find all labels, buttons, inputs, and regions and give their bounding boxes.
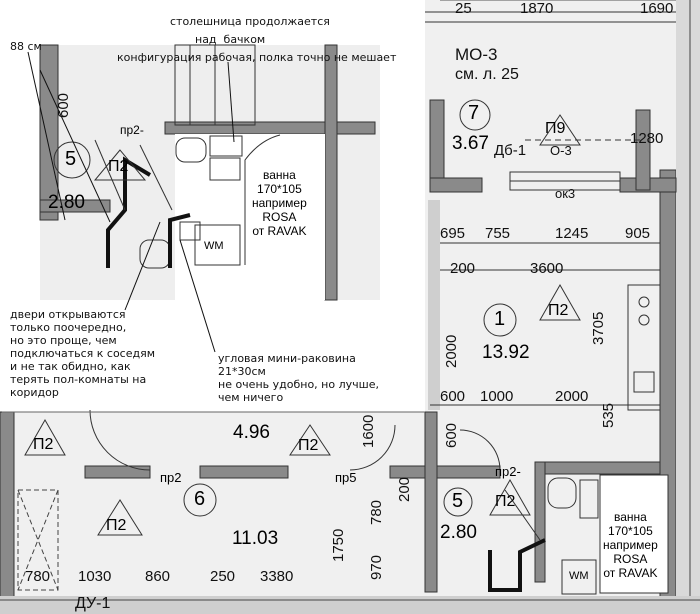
- lower-bath-label: ванна 170*105 например ROSA от RAVAK: [603, 510, 658, 580]
- kitchen-dim-3600: 3600: [530, 260, 564, 277]
- du1-label: ДУ-1: [75, 595, 111, 612]
- o3-label: О-3: [550, 143, 572, 158]
- kitchen-dim-200: 200: [450, 260, 476, 277]
- bottom-dim-250: 250: [210, 568, 236, 585]
- room1-area: 13.92: [482, 342, 530, 363]
- note-worktop-1: столешница продолжается: [170, 15, 330, 28]
- inset-pr2: пр2-: [120, 123, 144, 137]
- top-dim-1690: 1690: [640, 0, 674, 17]
- room6-number: 6: [194, 488, 206, 510]
- room5-area: 2.80: [440, 522, 477, 543]
- pr2-label: пр2: [160, 470, 182, 485]
- dim-1600: 1600: [360, 414, 377, 448]
- dim-535: 535: [600, 402, 617, 428]
- kitchen-dim-1245: 1245: [555, 225, 589, 242]
- ok3-label: ок3: [555, 186, 576, 201]
- hall-area: 4.96: [233, 422, 270, 443]
- top-dim-25: 25: [455, 0, 472, 17]
- inset-dim-600: 600: [55, 92, 72, 118]
- kitchen-dim-905: 905: [625, 225, 651, 242]
- kitchen-dim-695: 695: [440, 225, 466, 242]
- dim-1280: 1280: [630, 130, 664, 147]
- room1-number: 1: [494, 308, 506, 330]
- inset-room-area: 2.80: [48, 192, 85, 213]
- room7-area: 3.67: [452, 133, 489, 154]
- bottom-dim-3380: 3380: [260, 568, 294, 585]
- db1-label: Дб-1: [494, 142, 527, 159]
- dim-2000: 2000: [555, 388, 589, 405]
- top-dim-1870: 1870: [520, 0, 554, 17]
- kitchen-dim-755: 755: [485, 225, 511, 242]
- inset-room-number: 5: [65, 148, 77, 170]
- note-worktop-3: конфигурация рабочая, полка точно не меш…: [117, 51, 397, 64]
- room6-area: 11.03: [232, 528, 279, 549]
- note-88: 88 см: [10, 40, 42, 53]
- note-sink: угловая мини-раковина 21*30см не очень у…: [218, 352, 379, 404]
- dim-970: 970: [368, 554, 385, 580]
- room1-tag: П2: [548, 302, 569, 319]
- lower-wm-label: WM: [569, 570, 589, 582]
- note-doors: двери открываются только поочередно, но …: [10, 308, 156, 399]
- dim-600-vertical: 600: [443, 422, 460, 448]
- room7-tag: П9: [545, 120, 566, 137]
- dim-200-vertical: 200: [396, 476, 413, 502]
- bottom-dim-780: 780: [25, 568, 51, 585]
- bottom-dim-1030: 1030: [78, 568, 112, 585]
- mo3-ref: см. л. 25: [455, 66, 519, 83]
- dim-3705: 3705: [590, 311, 607, 345]
- dim-2000-vertical: 2000: [443, 334, 460, 368]
- sink-note-panel: [190, 300, 425, 412]
- inset-bath-label: ванна 170*105 например ROSA от RAVAK: [252, 168, 307, 238]
- bottom-dim-860: 860: [145, 568, 171, 585]
- tag-p2-a: П2: [33, 436, 54, 453]
- dim-780-vertical: 780: [368, 499, 385, 525]
- room7-number: 7: [468, 102, 480, 124]
- tag-p2-c: П2: [106, 517, 127, 534]
- room5-tag: П2: [495, 493, 516, 510]
- note-worktop-2: над бачком: [195, 33, 266, 46]
- dim-1000: 1000: [480, 388, 514, 405]
- inset-tag: П2: [108, 158, 129, 175]
- pr5-label: пр5: [335, 470, 357, 485]
- mo3-label: МО-3: [455, 45, 498, 64]
- room5-number: 5: [452, 490, 464, 512]
- inset-wm-label: WM: [204, 240, 224, 252]
- dim-1750: 1750: [330, 528, 347, 562]
- tag-p2-b: П2: [298, 437, 319, 454]
- pr2-lower-label: пр2-: [495, 464, 521, 479]
- dim-600: 600: [440, 388, 466, 405]
